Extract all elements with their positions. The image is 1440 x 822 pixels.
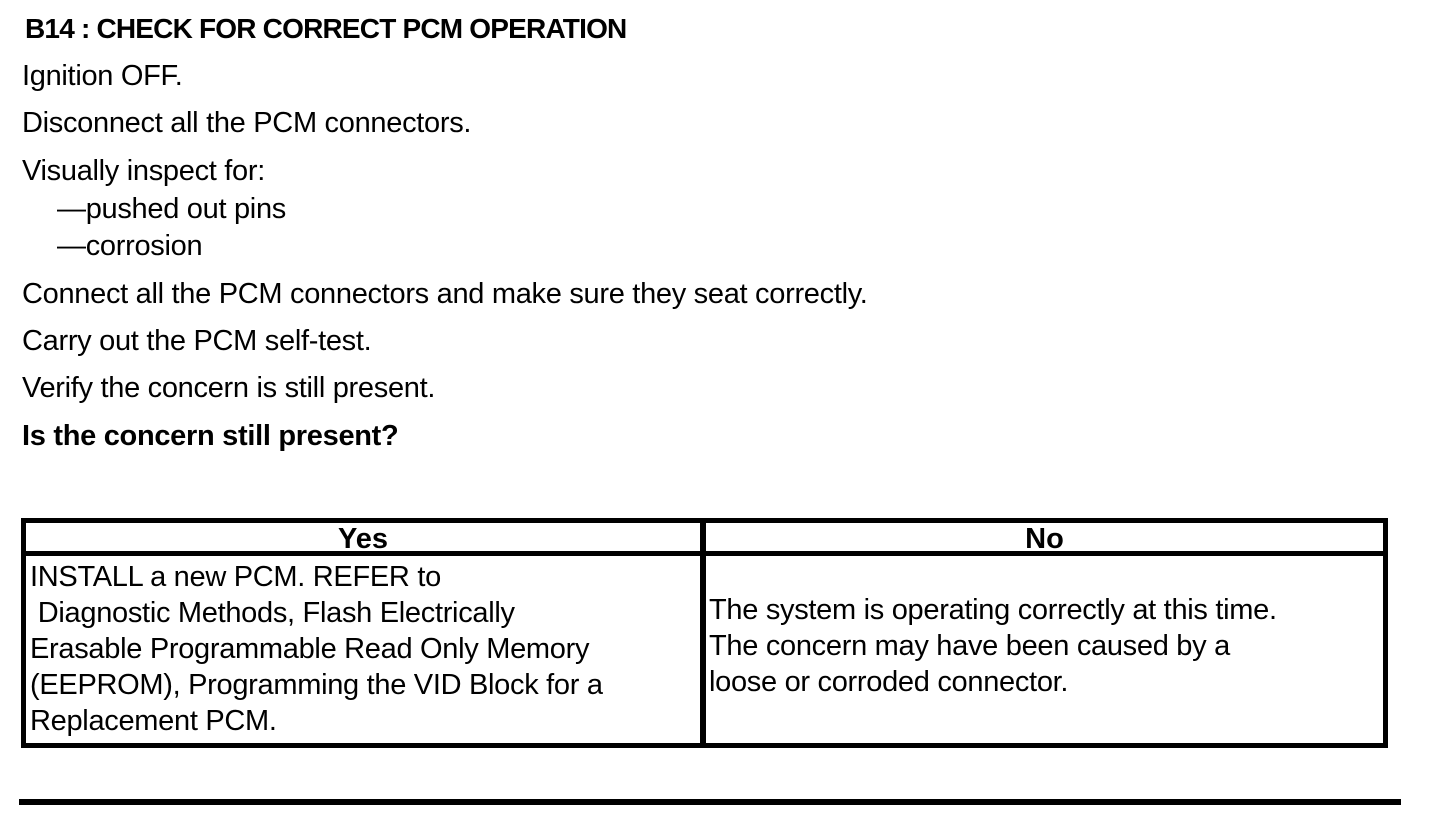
- cell-line: The concern may have been caused by a: [709, 630, 1230, 662]
- decision-question: Is the concern still present?: [22, 420, 399, 452]
- yes-action-cell: INSTALL a new PCM. REFER to Diagnostic M…: [26, 556, 706, 743]
- decision-table: Yes No INSTALL a new PCM. REFER to Diagn…: [21, 518, 1388, 748]
- step-line: Connect all the PCM connectors and make …: [22, 278, 868, 310]
- section-divider-rule: [19, 799, 1401, 805]
- cell-line: Replacement PCM.: [30, 705, 277, 737]
- cell-line: Erasable Programmable Read Only Memory: [30, 633, 590, 665]
- cell-line: Diagnostic Methods, Flash Electrically: [30, 597, 515, 629]
- inspection-list-item: —corrosion: [57, 230, 203, 262]
- no-header-cell: No: [706, 523, 1383, 556]
- inspection-list-item: —pushed out pins: [57, 193, 286, 225]
- cell-line: The system is operating correctly at thi…: [709, 594, 1277, 626]
- step-line: Ignition OFF.: [22, 60, 183, 92]
- step-line: Carry out the PCM self-test.: [22, 325, 372, 357]
- test-step-title: B14 : CHECK FOR CORRECT PCM OPERATION: [25, 13, 627, 44]
- step-line: Disconnect all the PCM connectors.: [22, 107, 472, 139]
- step-line: Verify the concern is still present.: [22, 372, 436, 404]
- cell-line: INSTALL a new PCM. REFER to: [30, 561, 441, 593]
- cell-line: loose or corroded connector.: [709, 666, 1069, 698]
- yes-header-cell: Yes: [26, 523, 706, 556]
- no-action-cell: The system is operating correctly at thi…: [706, 556, 1383, 743]
- step-line: Visually inspect for:: [22, 155, 266, 187]
- cell-line: (EEPROM), Programming the VID Block for …: [30, 669, 603, 701]
